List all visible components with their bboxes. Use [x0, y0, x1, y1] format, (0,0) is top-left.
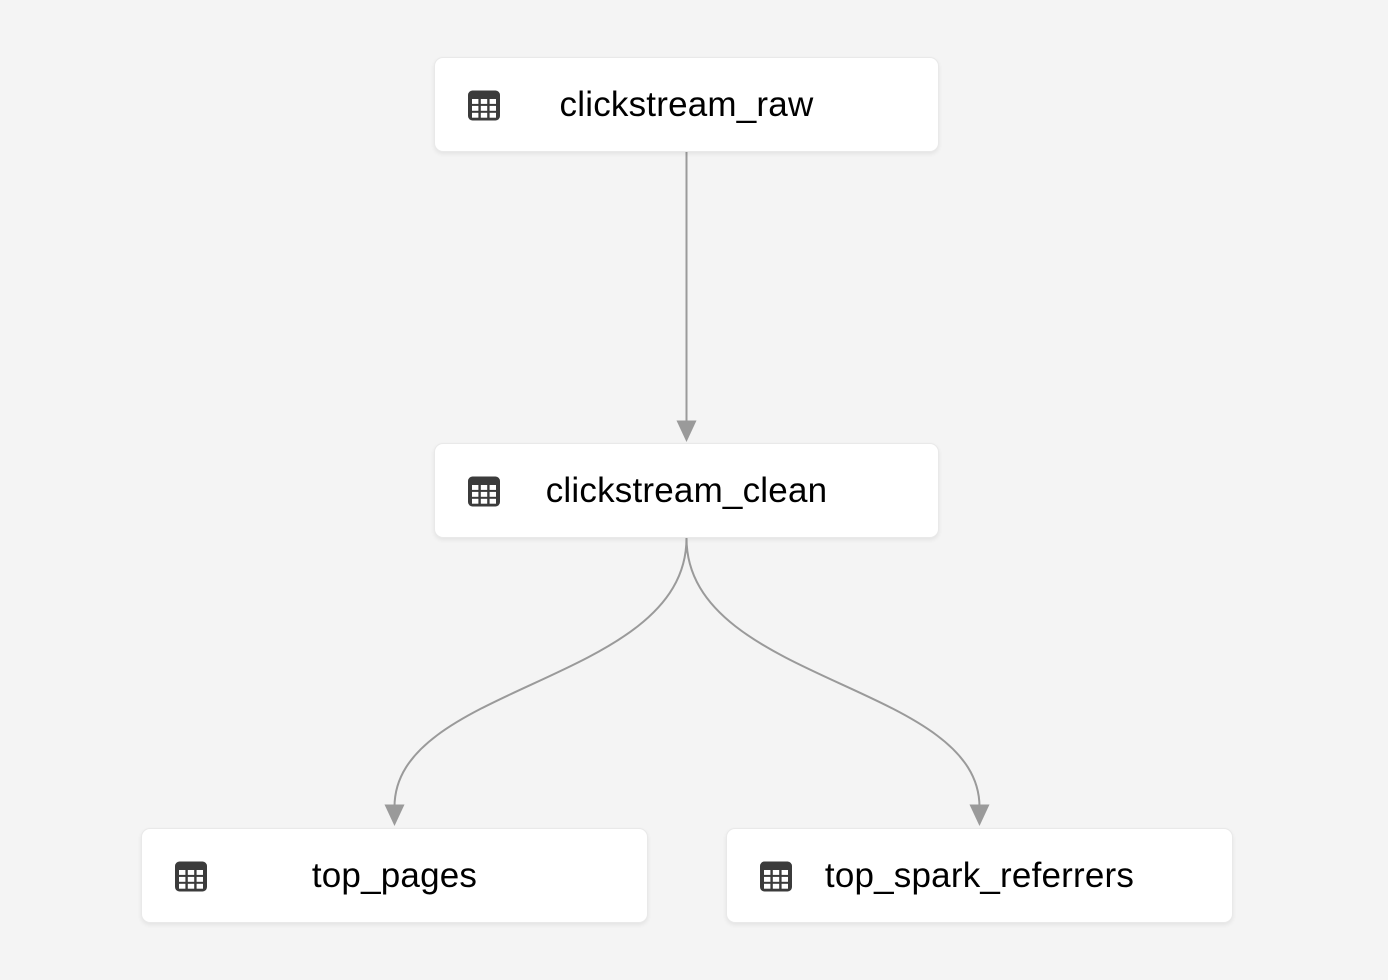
node-clickstream-clean[interactable]: clickstream_clean	[434, 443, 939, 538]
node-top-spark-referrers[interactable]: top_spark_referrers	[726, 828, 1233, 923]
node-label: clickstream_clean	[545, 470, 828, 510]
edge-clickstream-raw-to-clickstream-clean	[676, 152, 697, 442]
table-icon	[757, 857, 795, 895]
node-top-pages[interactable]: top_pages	[141, 828, 648, 923]
table-icon	[465, 472, 503, 510]
edge-clickstream-clean-to-top-pages	[384, 537, 688, 826]
arrowhead-icon	[384, 804, 405, 826]
edge-line	[393, 537, 688, 808]
node-label: top_spark_referrers	[824, 855, 1135, 895]
edge-line	[685, 537, 981, 808]
table-icon	[172, 857, 210, 895]
node-label: top_pages	[311, 855, 478, 895]
arrowhead-icon	[969, 804, 990, 826]
edge-clickstream-clean-to-top-spark-referrers	[685, 537, 990, 826]
arrowhead-icon	[676, 420, 697, 442]
table-icon	[465, 86, 503, 124]
node-clickstream-raw[interactable]: clickstream_raw	[434, 57, 939, 152]
node-label: clickstream_raw	[559, 84, 814, 124]
